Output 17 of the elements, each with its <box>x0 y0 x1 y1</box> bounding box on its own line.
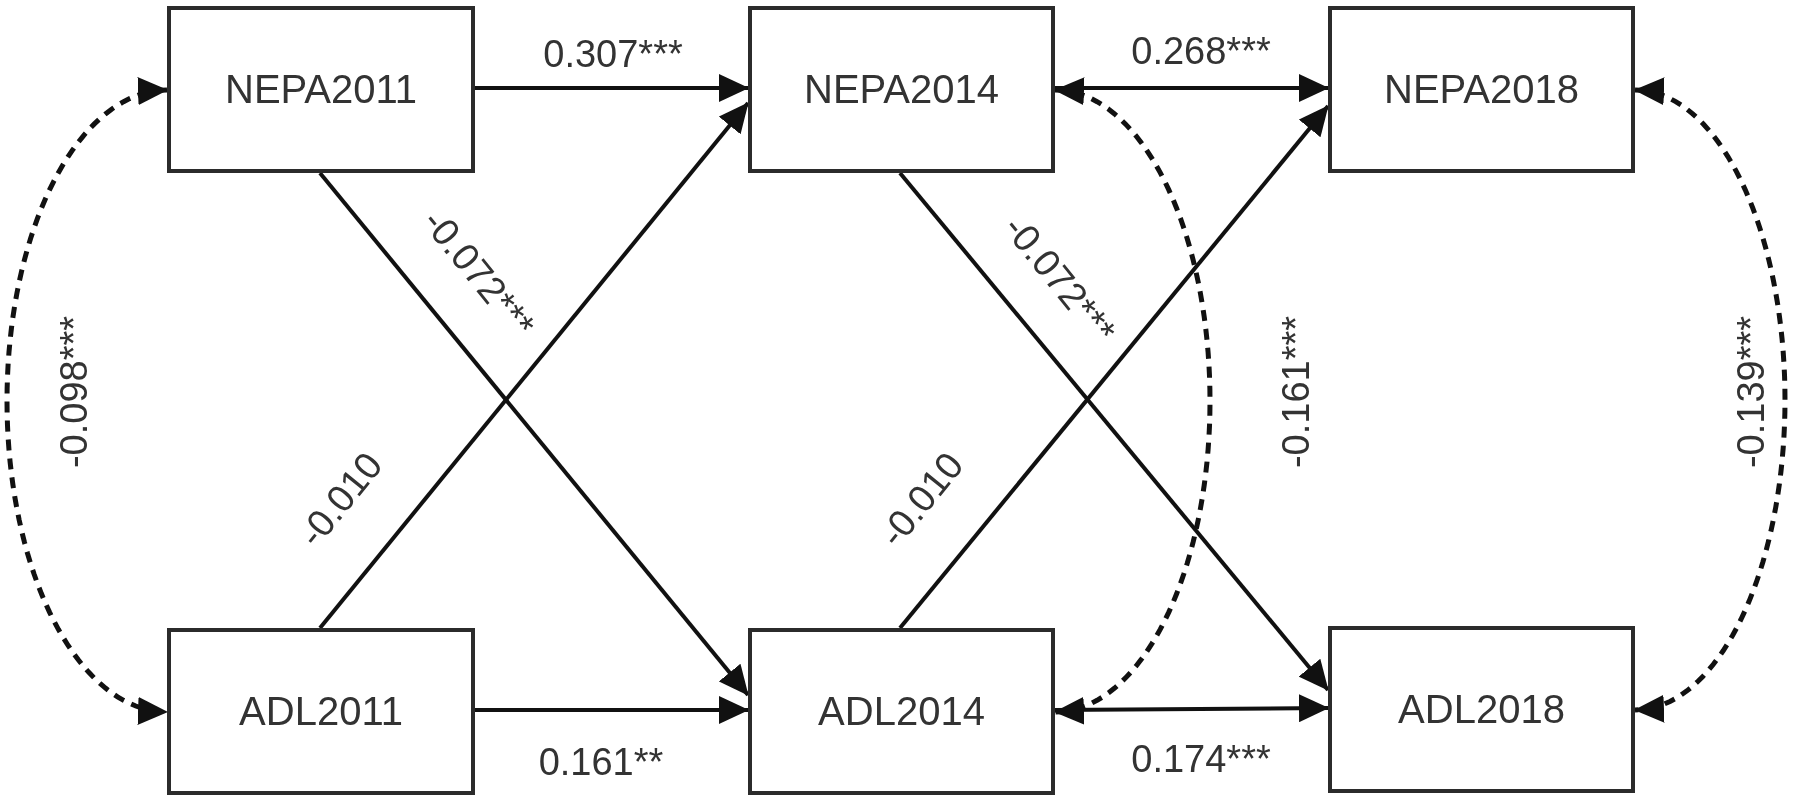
variable-box: ADL2018 <box>1328 626 1635 793</box>
path-arrow <box>475 74 749 102</box>
path-arrow <box>318 171 750 697</box>
variable-box: NEPA2014 <box>748 6 1055 173</box>
dashed-double-headed-arrow <box>1634 77 1788 723</box>
path-arrow <box>898 171 1330 692</box>
path-arrow <box>475 696 749 724</box>
dashed-double-headed-arrow <box>4 77 168 725</box>
variable-box: NEPA2018 <box>1328 6 1635 173</box>
variable-box: ADL2014 <box>748 628 1055 795</box>
path-arrow <box>1055 74 1329 102</box>
path-arrow <box>1055 694 1329 723</box>
variable-box: NEPA2011 <box>167 6 475 173</box>
variable-box: ADL2011 <box>167 628 475 795</box>
path-arrow <box>898 104 1330 630</box>
dashed-double-headed-arrow <box>1054 77 1213 725</box>
path-arrow <box>318 101 750 630</box>
